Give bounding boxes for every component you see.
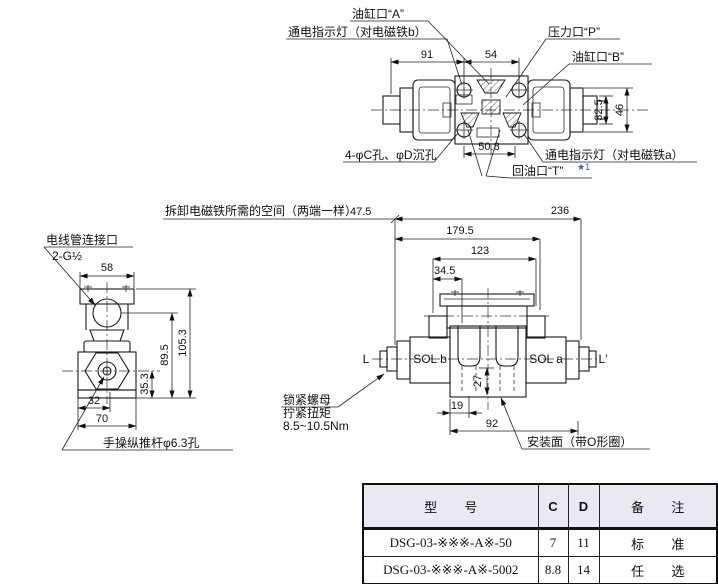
- d-cell: 14: [567, 556, 600, 584]
- base-strip: [77, 389, 137, 399]
- label-port-p: 压力口“P”: [548, 25, 600, 39]
- col-header-note: 备 注: [598, 483, 718, 530]
- dim-32: 32: [88, 395, 100, 407]
- left-shoulder: [428, 315, 448, 339]
- label-removal-space: 拆卸电磁铁所需的空间（两端一样）: [165, 203, 357, 218]
- left-tip-front: [379, 350, 388, 368]
- front-view: SOL b SOL a L L′ 拆卸电磁铁所需的空间（两端一样） 47.5 2…: [163, 203, 650, 450]
- label-l: L: [363, 352, 370, 366]
- right-shoulder: [526, 315, 546, 339]
- dim-27: 27: [472, 375, 484, 387]
- dim-236: 236: [551, 205, 569, 217]
- dim-179-5: 179.5: [446, 225, 474, 237]
- label-sol-b: SOL b: [413, 352, 447, 366]
- dim-47-5: 47.5: [350, 206, 371, 218]
- dim-46: 46: [614, 104, 626, 116]
- dim-58: 58: [101, 262, 113, 274]
- lock-nut-hex: [84, 352, 130, 390]
- table-row: DSG-03-※※※-A※-5002 8.8 14 任 选: [362, 556, 718, 584]
- label-lock-nut-2: 拧紧扭矩: [283, 406, 331, 420]
- dim-70: 70: [96, 413, 108, 425]
- dim-105-3: 105.3: [177, 329, 189, 357]
- label-sol-a: SOL a: [529, 352, 563, 366]
- label-port-a: 油缸口“A”: [352, 6, 404, 21]
- label-pushrod: 手操纵推杆φ6.3孔: [103, 435, 199, 450]
- valve-neck: [446, 305, 528, 329]
- label-holes: 4-φC孔、φD沉孔: [345, 148, 437, 162]
- ports-hatched: [455, 79, 522, 138]
- col-header-c: C: [537, 483, 569, 530]
- label-indicator-b: 通电指示灯（对电磁铁b）: [288, 24, 427, 39]
- spec-table: 型 号 C D 备 注 DSG-03-※※※-A※-50 7 11 标 准 DS…: [362, 483, 718, 584]
- conduit-bracket-top: [79, 288, 135, 305]
- dim-123: 123: [471, 245, 489, 257]
- col-header-d: D: [567, 483, 600, 530]
- label-l-prime: L′: [599, 352, 609, 366]
- dim-54: 54: [485, 49, 497, 61]
- c-cell: 8.8: [537, 556, 569, 584]
- model-cell: DSG-03-※※※-A※-5002: [362, 556, 539, 584]
- col-header-model: 型 号: [362, 483, 539, 530]
- side-view: 58 105.3 89.5 35.3 32 70 电线管连接口 2-G½ 手操纵…: [43, 232, 233, 451]
- model-cell: DSG-03-※※※-A※-50: [362, 528, 539, 557]
- right-cap-front: [565, 340, 580, 380]
- left-cap-front: [396, 340, 411, 380]
- dim-91: 91: [421, 49, 433, 61]
- model-spec-table: 型 号 C D 备 注 DSG-03-※※※-A※-50 7 11 标 准 DS…: [362, 483, 718, 584]
- dim-32-5: 32.5: [593, 99, 605, 120]
- label-mounting: 安装面（带O形圈）: [527, 434, 632, 449]
- label-conduit-1: 电线管连接口: [46, 232, 118, 247]
- label-lock-nut-1: 锁紧螺母: [283, 392, 331, 407]
- note-cell: 任 选: [598, 556, 718, 584]
- label-port-b: 油缸口“B”: [572, 49, 624, 64]
- d-cell: 11: [567, 528, 600, 557]
- c-cell: 7: [537, 528, 569, 557]
- label-lock-nut-3: 8.5~10.5Nm: [283, 419, 349, 433]
- dim-19: 19: [451, 400, 463, 412]
- label-port-t-note: ★1: [577, 162, 590, 172]
- right-tip-front: [588, 350, 597, 368]
- label-port-t: 回油口“T”: [512, 164, 563, 178]
- top-view: 91 54 50.8 32.5 46 油缸口“A” 通电指示灯（对电磁铁b） 压…: [286, 6, 697, 179]
- label-conduit-2: 2-G½: [52, 249, 82, 263]
- dim-50-8: 50.8: [478, 141, 499, 153]
- dim-34-5: 34.5: [434, 265, 455, 277]
- bore-left: [457, 326, 481, 367]
- dim-35-3: 35.3: [139, 373, 151, 394]
- label-indicator-a: 通电指示灯（对电磁铁a）: [545, 147, 684, 162]
- table-row: DSG-03-※※※-A※-50 7 11 标 准: [362, 528, 718, 557]
- dim-89-5: 89.5: [159, 344, 171, 365]
- bore-right: [495, 326, 519, 367]
- table-header-row: 型 号 C D 备 注: [362, 483, 718, 530]
- note-cell: 标 准: [598, 528, 718, 557]
- dim-92: 92: [486, 418, 498, 430]
